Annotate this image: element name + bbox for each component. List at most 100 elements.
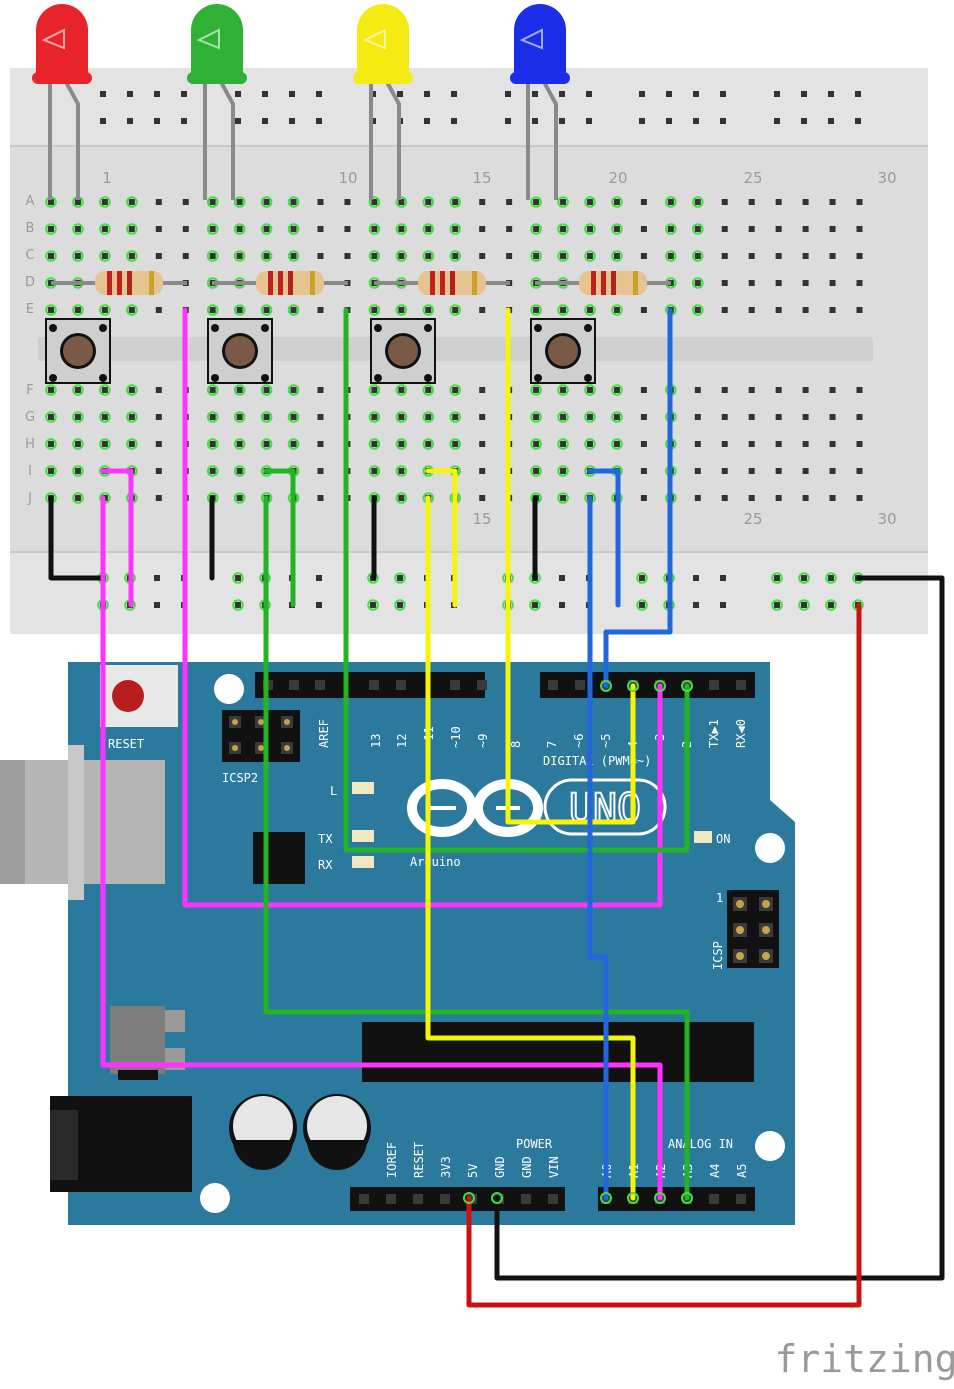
wire-yellow-rail (425, 468, 458, 608)
rail-hole (451, 91, 457, 97)
breadboard-hole (317, 307, 324, 313)
fritzing-watermark: fritzing (774, 1337, 954, 1381)
breadboard-hole (640, 468, 647, 474)
push-button (45, 318, 111, 384)
led-l-label: L (330, 784, 337, 798)
rail-hole (559, 575, 565, 581)
breadboard-hole (101, 414, 108, 420)
breadboard-hole (856, 414, 863, 420)
breadboard-hole (694, 495, 701, 501)
breadboard-hole (209, 441, 216, 447)
wire-blue-analog (587, 495, 609, 1201)
breadboard-hole (371, 199, 378, 205)
breadboard-hole (479, 441, 486, 447)
breadboard-hole (290, 441, 297, 447)
rail-hole (181, 91, 187, 97)
breadboard-hole (721, 199, 728, 205)
breadboard-hole (748, 441, 755, 447)
breadboard-hole (236, 387, 243, 393)
bottom-power-rail (10, 552, 928, 634)
breadboard-hole (155, 199, 162, 205)
row-label-i: I (28, 464, 32, 479)
rail-hole (100, 118, 106, 124)
breadboard-hole (856, 495, 863, 501)
rail-hole (774, 118, 780, 124)
breadboard-hole (640, 414, 647, 420)
breadboard-hole (721, 495, 728, 501)
breadboard-hole (128, 441, 135, 447)
breadboard-hole (694, 387, 701, 393)
breadboard-hole (748, 414, 755, 420)
rail-hole (532, 602, 538, 608)
breadboard-hole (802, 495, 809, 501)
rail-hole (693, 118, 699, 124)
breadboard-hole (721, 307, 728, 313)
breadboard-hole (48, 199, 54, 205)
breadboard-hole (290, 307, 297, 313)
wire-red-5v (466, 602, 862, 1308)
col-label-25: 25 (743, 169, 762, 187)
capacitor (229, 1094, 297, 1170)
breadboard-hole (398, 441, 405, 447)
breadboard-hole (209, 226, 216, 232)
breadboard-hole (802, 280, 809, 286)
breadboard-hole (640, 253, 647, 259)
breadboard-hole (74, 468, 81, 474)
rail-hole (586, 91, 592, 97)
breadboard-hole (48, 226, 54, 232)
rail-hole (397, 575, 403, 581)
header-pin (521, 1194, 531, 1204)
rail-hole (424, 91, 430, 97)
breadboard-hole (290, 253, 297, 259)
digital-pin-label: TX▶1 (707, 719, 721, 748)
breadboard-hole (640, 495, 647, 501)
breadboard-hole (748, 280, 755, 286)
breadboard-hole (721, 280, 728, 286)
breadboard: 1 10 15 20 25 30 15 25 30 A B C D E F G … (10, 68, 928, 634)
breadboard-hole (155, 468, 162, 474)
header-pin (548, 1194, 558, 1204)
rail-hole (855, 91, 861, 97)
rail-hole (235, 602, 241, 608)
breadboard-hole (802, 199, 809, 205)
breadboard-hole (694, 199, 701, 205)
breadboard-labels: 1 10 15 20 25 30 15 25 30 A B C D E F G … (25, 169, 897, 528)
rail-hole (828, 602, 834, 608)
wire-black-gnd-main (494, 575, 945, 1281)
row-label-e: E (26, 302, 34, 317)
rail-hole (100, 91, 106, 97)
header-pin (709, 1194, 719, 1204)
analog-pin-label: A5 (735, 1164, 749, 1178)
header-pin (315, 680, 325, 690)
breadboard-hole (802, 441, 809, 447)
breadboard-hole (613, 199, 620, 205)
breadboard-hole (317, 414, 324, 420)
wire-yellow-digital (505, 307, 636, 825)
arduino-brand: Arduino (410, 855, 461, 869)
breadboard-hole (533, 387, 540, 393)
breadboard-hole (155, 253, 162, 259)
arduino-pcb (68, 662, 795, 1225)
mounting-hole (214, 674, 244, 704)
breadboard-hole (694, 468, 701, 474)
breadboard-hole (613, 226, 620, 232)
rail-hole (639, 118, 645, 124)
breadboard-hole (74, 495, 81, 501)
breadboard-hole (587, 253, 593, 259)
digital-pin-label: 13 (369, 734, 383, 748)
rail-hole (801, 91, 807, 97)
breadboard-hole (398, 226, 405, 232)
breadboard-hole (371, 468, 378, 474)
rail-hole (154, 91, 160, 97)
wire-magenta-rail (100, 468, 134, 608)
breadboard-hole (74, 253, 81, 259)
breadboard-hole (721, 414, 728, 420)
power-pin-label: 5V (466, 1164, 480, 1178)
icsp-label: ICSP (711, 941, 725, 970)
rail-hole (855, 118, 861, 124)
breadboard-hole (48, 414, 54, 420)
breadboard-hole (775, 307, 782, 313)
breadboard-hole (398, 253, 405, 259)
